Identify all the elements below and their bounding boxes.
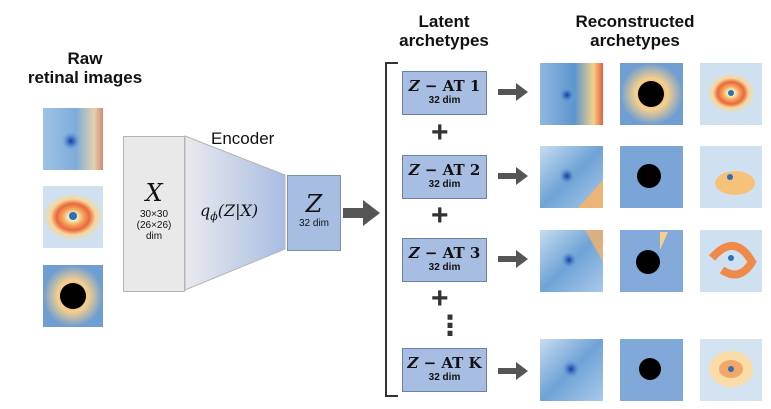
archetype-k-dim: 32 dim: [428, 372, 461, 383]
recon-1-3: [700, 63, 762, 125]
recon-k-1: [540, 339, 603, 401]
archetype-3-dim: 32 dim: [428, 262, 461, 273]
recon-2-2: [620, 146, 683, 208]
input-dim-2: (26×26): [136, 220, 172, 231]
recon-1-1: [540, 63, 603, 125]
archetype-box-k: Z − AT K 32 dim: [402, 348, 487, 392]
encoder-phi: ϕ: [210, 210, 218, 224]
heading-latent-archetypes: Latent archetypes: [399, 12, 489, 50]
heading-reconstructed-archetypes: Reconstructed archetypes: [575, 12, 695, 50]
archetype-bracket: [385, 62, 398, 397]
archetype-1-dim: 32 dim: [428, 95, 461, 106]
latent-z-dim: 32 dim: [298, 218, 329, 229]
archetype-box-1: Z − AT 1 32 dim: [402, 71, 487, 115]
plus-sign-3: +: [431, 282, 449, 315]
encoder-args: (Z|X): [217, 201, 259, 220]
latent-z-symbol: Z: [305, 190, 323, 218]
input-dim-1: 30×30: [139, 209, 169, 220]
archetype-3-label: − AT 3: [419, 244, 481, 262]
encoder-formula: qϕ(Z|X): [200, 201, 258, 223]
input-x-box: X 30×30 (26×26) dim: [123, 136, 185, 292]
raw-image-2: [43, 186, 103, 248]
recon-2-3: [700, 146, 762, 208]
plus-sign-1: +: [431, 116, 449, 149]
recon-3-1: [540, 230, 603, 292]
archetype-1-label: − AT 1: [419, 77, 481, 95]
arrow-to-archetypes: [343, 200, 380, 226]
recon-2-1: [540, 146, 603, 208]
recon-k-3: [700, 339, 762, 401]
archetype-2-label: − AT 2: [419, 161, 481, 179]
vertical-ellipsis: ⋮: [436, 310, 464, 341]
reconstruction-arrows: [498, 83, 528, 380]
archetype-3-z: Z: [408, 244, 420, 262]
encoder-q: q: [200, 201, 211, 220]
encoder-trapezoid: [184, 135, 286, 291]
archetype-box-3: Z − AT 3 32 dim: [402, 238, 487, 282]
plus-sign-2: +: [431, 199, 449, 232]
input-x-symbol: X: [145, 179, 163, 207]
recon-3-3: [700, 230, 762, 292]
recon-1-2: [620, 63, 683, 125]
raw-image-3: [43, 265, 103, 327]
archetype-k-label: − AT K: [418, 354, 482, 372]
archetype-box-2: Z − AT 2 32 dim: [402, 155, 487, 199]
archetype-2-z: Z: [408, 161, 420, 179]
archetype-1-z: Z: [408, 77, 420, 95]
recon-k-2: [620, 339, 683, 401]
latent-z-box: Z 32 dim: [287, 175, 341, 251]
recon-3-2: [620, 230, 683, 292]
heading-encoder: Encoder: [211, 129, 275, 148]
raw-image-1: [43, 108, 103, 170]
archetype-k-z: Z: [407, 354, 419, 372]
input-dim-3: dim: [145, 231, 163, 242]
archetype-2-dim: 32 dim: [428, 179, 461, 190]
heading-raw-images: Raw retinal images: [27, 49, 143, 87]
